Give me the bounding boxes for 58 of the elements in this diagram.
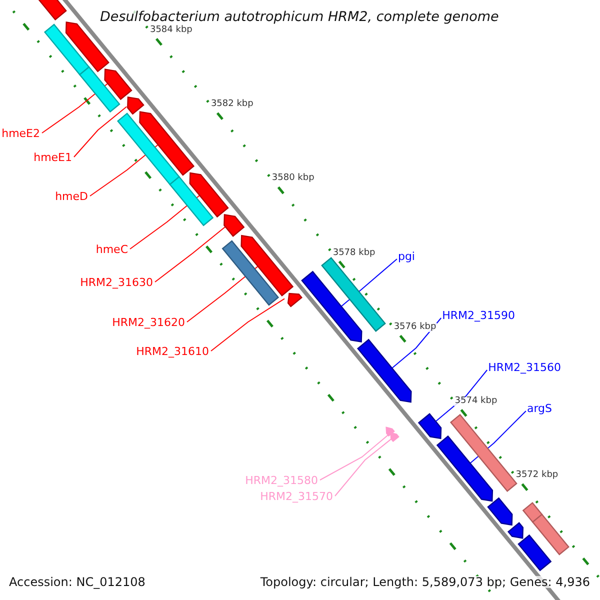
gene-label: hmeD — [55, 191, 88, 202]
leader-line — [90, 144, 158, 196]
scale-label: 3576 kbp — [392, 322, 438, 332]
gene-label: hmeE1 — [34, 152, 72, 163]
leader-line — [130, 194, 200, 250]
leader-line — [74, 106, 128, 158]
leader-line — [334, 438, 392, 496]
gene-label: HRM2_31580 — [245, 475, 318, 486]
gene-feature — [301, 270, 362, 342]
leader-line — [210, 298, 285, 352]
gene-bar — [222, 240, 280, 306]
gene-feature — [507, 522, 524, 539]
gene-feature — [390, 432, 400, 442]
gene-feature — [240, 234, 294, 296]
gene-label: HRM2_31630 — [80, 277, 153, 288]
leader-line — [154, 226, 226, 282]
gene-label: HRM2_31620 — [112, 317, 185, 328]
gene-feature — [189, 172, 229, 218]
scale-label: 3572 kbp — [514, 471, 560, 480]
gene-label: hmeC — [96, 244, 128, 255]
gene-feature — [127, 96, 144, 115]
gene-bar — [169, 176, 214, 226]
scale-label: 3582 kbp — [210, 100, 254, 110]
gene-bar — [78, 66, 120, 113]
gene-feature — [65, 21, 110, 72]
gene-label: HRM2_31610 — [136, 346, 209, 357]
gene-feature — [386, 426, 395, 437]
scale-label: 3578 kbp — [332, 248, 376, 258]
leader-line — [320, 434, 389, 480]
genome-summary-text: Topology: circular; Length: 5,589,073 bp; Genes: 4,936 — [260, 576, 590, 588]
gene-feature — [356, 338, 412, 403]
gene-feature — [418, 413, 442, 440]
map-title: Desulfobacterium autotrophicum HRM2, complete genome — [98, 11, 501, 24]
gene-bar — [450, 414, 518, 492]
scale-label: 3580 kbp — [270, 174, 316, 184]
gene-bar — [532, 514, 570, 556]
accession-text: Accession: NC_012108 — [9, 576, 146, 588]
gene-label: hmeE2 — [2, 128, 40, 139]
gene-feature — [436, 435, 494, 502]
scale-label: 3574 kbp — [454, 396, 498, 406]
gene-bar — [522, 502, 543, 523]
gene-label: pgi — [398, 251, 415, 262]
gene-feature — [287, 292, 302, 308]
gene-feature — [518, 534, 552, 572]
scale-label: 3584 kbp — [148, 26, 194, 35]
leader-line — [186, 266, 258, 322]
gene-label: HRM2_31570 — [260, 491, 333, 502]
gene-feature — [224, 214, 245, 237]
gene-label: HRM2_31590 — [442, 310, 515, 321]
gene-feature — [139, 111, 195, 176]
gene-feature — [104, 68, 132, 100]
gene-bar — [321, 256, 386, 332]
leader-line — [392, 318, 442, 369]
gene-feature — [487, 497, 513, 526]
gene-label: HRM2_31560 — [488, 362, 561, 373]
gene-bar — [116, 112, 180, 186]
gene-bar — [44, 24, 90, 76]
gene-label: argS — [526, 403, 552, 414]
